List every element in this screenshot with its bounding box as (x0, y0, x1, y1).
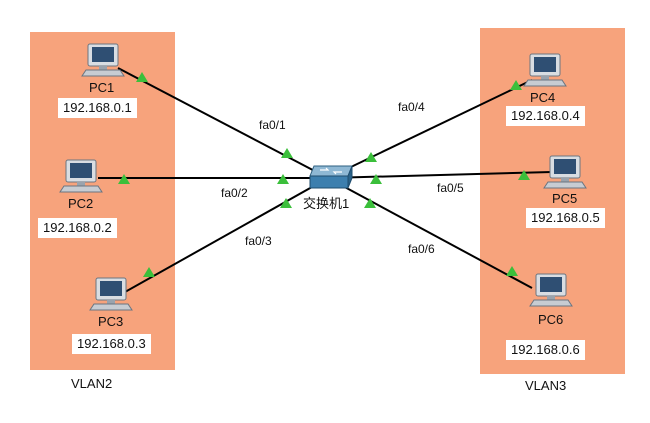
pc-icon[interactable] (81, 43, 125, 77)
pc5-name: PC5 (552, 191, 578, 206)
pc-icon[interactable] (523, 53, 567, 87)
pc1-ip: 192.168.0.1 (58, 98, 137, 118)
pc-icon[interactable] (529, 273, 573, 307)
link-up-indicator (277, 174, 289, 184)
port-fa0-2: fa0/2 (221, 186, 248, 200)
pc-icon[interactable] (59, 159, 103, 193)
link-up-indicator (506, 266, 518, 276)
link-pc4 (327, 79, 533, 179)
link-up-indicator (143, 267, 155, 277)
vlan2-area (30, 32, 175, 370)
pc6-ip: 192.168.0.6 (506, 340, 585, 360)
switch-icon[interactable] (309, 165, 353, 189)
link-pc1 (117, 67, 329, 179)
pc1-name: PC1 (89, 80, 115, 95)
pc2-name: PC2 (68, 196, 94, 211)
link-up-indicator (136, 72, 148, 82)
link-up-indicator (118, 174, 130, 184)
port-fa0-5: fa0/5 (437, 181, 464, 195)
pc2-ip: 192.168.0.2 (38, 218, 117, 238)
link-up-indicator (510, 80, 522, 90)
port-fa0-6: fa0/6 (408, 242, 435, 256)
link-up-indicator (364, 198, 376, 208)
pc5-ip: 192.168.0.5 (526, 208, 605, 228)
pc4-name: PC4 (530, 90, 556, 105)
pc-icon[interactable] (89, 277, 133, 311)
pc-icon[interactable] (543, 155, 587, 189)
port-fa0-4: fa0/4 (398, 100, 425, 114)
link-up-indicator (518, 170, 530, 180)
port-fa0-3: fa0/3 (245, 234, 272, 248)
pc4-ip: 192.168.0.4 (506, 106, 585, 126)
link-up-indicator (280, 198, 292, 208)
link-pc3 (124, 177, 329, 293)
switch-name: 交换机1 (303, 196, 350, 211)
link-pc6 (327, 177, 533, 289)
vlan2-label: VLAN2 (71, 376, 113, 391)
pc3-ip: 192.168.0.3 (72, 334, 151, 354)
link-up-indicator (365, 152, 377, 162)
pc6-name: PC6 (538, 312, 564, 327)
pc3-name: PC3 (98, 314, 124, 329)
vlan3-label: VLAN3 (525, 378, 567, 393)
link-up-indicator (370, 174, 382, 184)
port-fa0-1: fa0/1 (259, 118, 286, 132)
link-pc5 (327, 171, 553, 179)
link-up-indicator (281, 148, 293, 158)
